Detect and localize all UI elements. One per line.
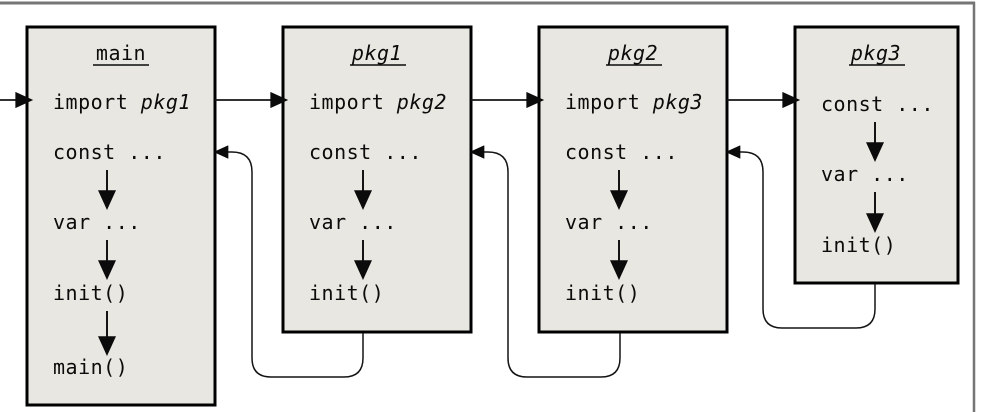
main-var-line: var ... <box>53 210 141 234</box>
pkg1-import-line: import pkg2 <box>309 90 447 114</box>
pkg2-init-line: init() <box>565 281 640 305</box>
pkg2-box: pkg2 import pkg3 const ... var ... init(… <box>537 25 729 334</box>
main-box-title: main <box>96 41 146 65</box>
pkg1-const-line: const ... <box>309 140 422 164</box>
return-arrow-pkg1-to-main <box>213 145 364 378</box>
pkg1-box: pkg1 import pkg2 const ... var ... init(… <box>281 25 473 334</box>
pkg1-var-line: var ... <box>309 210 397 234</box>
pkg2-box-title: pkg2 <box>607 41 658 65</box>
return-arrow-pkg2-to-pkg1 <box>469 145 621 378</box>
pkg3-box: pkg3 const ... var ... init() <box>793 25 960 285</box>
pkg3-var-line: var ... <box>821 162 909 186</box>
pkg3-box-title: pkg3 <box>850 41 901 65</box>
pkg2-box-rect <box>537 25 729 334</box>
main-box-rect <box>25 25 217 407</box>
pkg2-var-line: var ... <box>565 210 653 234</box>
main-const-line: const ... <box>53 140 166 164</box>
pkg2-import-line: import pkg3 <box>565 90 703 114</box>
pkg1-init-line: init() <box>309 281 384 305</box>
pkg3-init-line: init() <box>821 233 896 257</box>
main-import-line: import pkg1 <box>53 90 191 114</box>
main-box: main import pkg1 const ... var ... init(… <box>25 25 217 407</box>
pkg1-box-rect <box>281 25 473 334</box>
return-arrow-pkg3-to-pkg2 <box>725 145 876 329</box>
main-init-line: init() <box>53 281 128 305</box>
pkg1-box-title: pkg1 <box>351 41 402 65</box>
main-call-line: main() <box>53 355 128 379</box>
pkg3-const-line: const ... <box>821 92 934 116</box>
pkg2-const-line: const ... <box>565 140 678 164</box>
